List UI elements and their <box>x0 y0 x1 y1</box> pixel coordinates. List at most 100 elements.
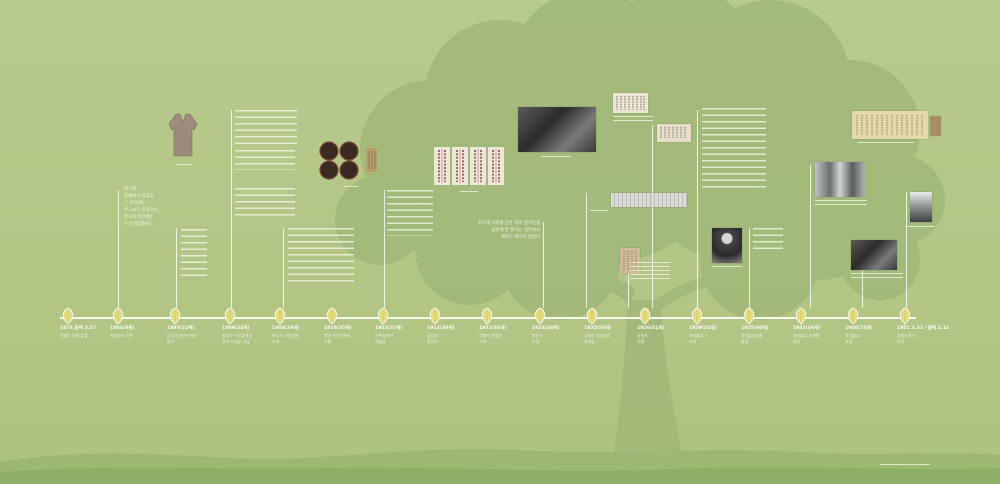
timeline-node: 1941(66세)조선불교 조계종 종정 <box>793 307 843 344</box>
leader-line <box>543 222 544 308</box>
timeline-description: 봉은사 조실 <box>532 333 543 344</box>
timeline-year: 1910(35세) <box>324 326 352 331</box>
illegible-text-block <box>181 229 207 277</box>
timeline-year: 1929(54세) <box>689 326 717 331</box>
timeline-node: 1910(35세) 맹산 우두암에서 수행 <box>324 307 374 344</box>
timeline-description: 서당에서 수학 <box>110 333 133 338</box>
leaf-icon <box>169 307 181 325</box>
calligraphy-photo <box>434 147 504 185</box>
leader-line <box>586 193 587 308</box>
leader-line <box>384 190 385 308</box>
leaf-icon <box>62 307 74 325</box>
timeline-description: 강원도 화천 출생 <box>60 333 88 338</box>
illegible-text-block <box>387 190 433 236</box>
leader-line <box>749 228 750 308</box>
photo-caption <box>858 142 914 145</box>
portrait-photo <box>712 228 742 263</box>
timeline-description: 조선불교선종 종정 <box>741 333 763 344</box>
timeline-description: 통도사 내원선원 조실 <box>272 333 299 344</box>
photo-caption <box>344 186 358 189</box>
timeline-description: 건봉사 만일원 조실 <box>479 333 502 344</box>
photo-caption <box>613 116 653 124</box>
leaf-icon <box>326 307 338 325</box>
timeline-node: 1876.음력 3.27 강원도 화천 출생 <box>60 307 110 338</box>
leaf-icon <box>481 307 493 325</box>
leaf-icon <box>847 307 859 325</box>
leader-line <box>697 110 698 308</box>
timeline-year: 1935(60세) <box>741 326 769 331</box>
timeline-year: 1948(73세) <box>845 326 873 331</box>
photo-caption <box>590 210 608 213</box>
timeline-node: 1923(48세)봉은사 조실 <box>532 307 582 344</box>
leaf-icon <box>534 307 546 325</box>
document-photo <box>613 93 648 113</box>
timeline-description: 조선불교 교정 <box>845 333 860 344</box>
illegible-text-block <box>235 110 297 146</box>
leaf-icon <box>899 307 911 325</box>
bowls-photo <box>319 141 377 180</box>
timeline-description: 금강산 장안사에서 출가 <box>167 333 197 344</box>
timeline-node: 1948(73세) 조선불교 교정 <box>845 307 895 344</box>
timeline-node: 1899(24세)청암사 수도암에서 경허 스님을 만남 <box>222 307 272 344</box>
archive-photo <box>851 240 897 270</box>
leaf-icon <box>224 307 236 325</box>
leaf-icon <box>274 307 286 325</box>
timeline-year: 1941(66세) <box>793 326 821 331</box>
timeline-description: 조선불교 교정 <box>689 333 704 344</box>
timeline-year: 1899(24세) <box>222 326 250 331</box>
timeline-node: 1904(29세) 통도사 내원선원 조실 <box>272 307 322 344</box>
note-quote: 천고에 자취를 감춘 학이 될지언정 삼춘에 말 잘하는 앵무새의 재주는 배우… <box>477 221 540 240</box>
photo-caption <box>712 266 742 269</box>
leaf-icon <box>743 307 755 325</box>
timeline-year: 1912(37세) <box>375 326 403 331</box>
timeline-year: 1926(51세) <box>637 326 665 331</box>
note-childhood-question: 태고에 천황씨가 있었고 그 이전에는 반고씨가 있었으니 반고씨 이전에는 누… <box>124 187 158 227</box>
timeline-description: 맹산 우두암에서 수행 <box>324 333 351 344</box>
timeline-year: 1876.음력 3.27 <box>60 326 96 331</box>
timeline-year: 1897(22세) <box>167 326 195 331</box>
document-photo <box>657 124 691 142</box>
leader-line <box>176 228 177 308</box>
timeline-node: 1912(37세)우두암에서 깨달음 <box>375 307 425 344</box>
leader-line <box>231 110 232 308</box>
leaf-icon <box>586 307 598 325</box>
leader-line <box>118 190 119 308</box>
copyright-text <box>880 464 930 466</box>
timeline-node: 1921(46세) 건봉사 만일원 조실 <box>479 307 529 344</box>
illegible-text-block <box>235 188 295 216</box>
photo-caption <box>460 191 478 194</box>
leaf-icon <box>429 307 441 325</box>
timeline-node: 1914(39세) 금강산 장안사 <box>427 307 477 344</box>
document-strip-photo <box>611 193 687 207</box>
timeline-node: 1926(51세) 상원사 선원 <box>637 307 687 344</box>
photo-caption <box>907 226 935 229</box>
photo-caption <box>541 156 571 159</box>
timeline-description: 금강산 장안사 <box>427 333 438 344</box>
timeline-node: 1925(50세) 오대산 상원사로 들어감 <box>584 307 634 344</box>
leader-line <box>652 125 653 308</box>
document-photo <box>930 116 941 136</box>
illegible-text-block <box>753 228 783 250</box>
leaf-icon <box>377 307 389 325</box>
photo-caption <box>815 200 867 207</box>
leaf-icon <box>112 307 124 325</box>
photo-caption <box>851 273 903 280</box>
timeline-year: 1925(50세) <box>584 326 612 331</box>
illegible-text-block <box>235 150 295 170</box>
photo-caption <box>630 262 670 282</box>
timeline-node: 1884(9세)서당에서 수학 <box>110 307 160 338</box>
illegible-text-block <box>702 108 766 188</box>
timeline-description: 상원사 선원 <box>637 333 648 344</box>
timeline-year: 1914(39세) <box>427 326 455 331</box>
timeline-year: 1904(29세) <box>272 326 300 331</box>
leader-line <box>283 228 284 308</box>
timeline-node: 1935(60세) 조선불교선종 종정 <box>741 307 791 344</box>
timeline-description: 상원사에서 입적 <box>897 333 915 344</box>
timeline-year: 1921(46세) <box>479 326 507 331</box>
stupa-photo <box>910 192 932 222</box>
timeline-description: 오대산 상원사로 들어감 <box>584 333 611 344</box>
photo-caption <box>177 164 193 167</box>
scroll-document-photo <box>852 111 928 139</box>
